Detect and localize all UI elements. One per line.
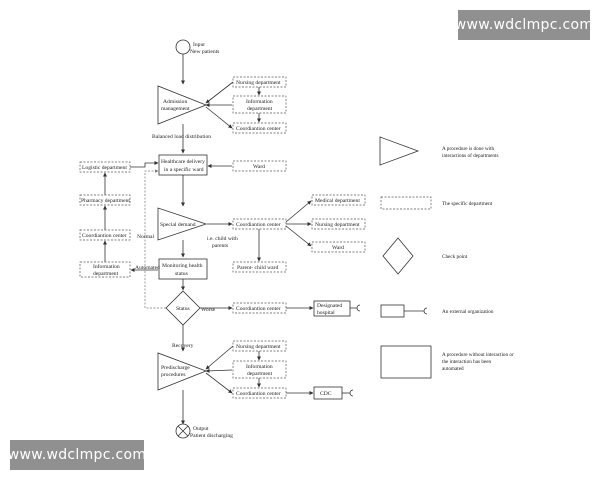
admission-label-line1: Admission (163, 99, 187, 105)
admission-info-label-line1: Information (246, 98, 273, 105)
legend-triangle-line2: interactions of departments (442, 152, 498, 159)
special-nursing-department (311, 218, 366, 230)
medical-department (311, 194, 366, 206)
arrow-preinfo-predischarge (205, 368, 233, 373)
legend-rect-symbol (380, 345, 432, 379)
pre-coord-label: Coordiantion center (236, 391, 281, 397)
pharmacy-label: Pharmacy department (81, 198, 130, 204)
left-info-label-line1: Information (93, 263, 120, 270)
arrow-logistic-healthcare (130, 161, 159, 168)
monitoring-label-line1: Monitoring health (162, 263, 203, 269)
start-node (175, 39, 191, 55)
admission-information-department (232, 95, 287, 114)
watermark-bottom: www.wdclmpc.com (8, 440, 146, 470)
input-sublabel: New patients (190, 49, 219, 55)
parent-child-ward (232, 261, 287, 273)
designated-external-mark (356, 304, 361, 312)
legend-rect-line2: the interaction has been (442, 359, 492, 365)
legend-triangle-symbol (379, 136, 420, 166)
watermark-top: www.wdclmpc.com (455, 10, 593, 40)
admission-coordination-center (232, 122, 287, 134)
arrow-predischarge-precoord (205, 372, 233, 394)
designated-hospital (313, 300, 351, 317)
admission-info-label-line2: department (247, 106, 273, 112)
legend-rect-line1: A procedure without interaction or (442, 352, 514, 358)
normal-label: Normal (137, 234, 155, 240)
input-label: Input (193, 42, 205, 48)
worse-label: Worse (201, 307, 216, 313)
end-node-cross-b (177, 425, 189, 437)
legend-rect-line3: automated (442, 366, 464, 372)
special-coord-label: Coordiantion center (236, 222, 281, 228)
predischarge-procedure (157, 352, 208, 391)
admission-management-procedure (157, 85, 208, 125)
predischarge-label-line1: Predischarge (161, 365, 190, 371)
status-coord-label: Coordiantion center (236, 306, 281, 312)
predischarge-label-line2: procedures (161, 372, 186, 378)
left-info-label-line2: department (93, 271, 119, 277)
logistic-label: Logistic department (82, 165, 127, 171)
legend-diamond-label: Check point (442, 254, 468, 260)
healthcare-label-line1: Healthcare delivery (161, 159, 205, 165)
status-label: Status (176, 306, 190, 312)
legend-diamond-symbol (382, 237, 414, 275)
monitoring-label-line2: status (175, 271, 188, 277)
cdc-label: CDC (320, 391, 332, 397)
normal-feedback-loop (144, 169, 166, 309)
recovery-label: Recovery (172, 343, 194, 349)
ward-department (232, 160, 287, 172)
admission-coord-label: Coordiantion center (236, 126, 281, 132)
output-label: Output (193, 426, 209, 432)
arrow-prenursing-predischarge (205, 345, 234, 370)
special-ward-department (311, 241, 366, 253)
arrow-coord-medical (285, 200, 312, 223)
pre-info-label-line2: department (247, 371, 273, 377)
special-demand-label: Special demand (160, 222, 196, 228)
predischarge-information-department (232, 360, 287, 379)
pre-info-label-line1: Information (246, 363, 273, 370)
automated-label: Automated (135, 265, 160, 271)
parent-child-ward-label: Parent- child ward (237, 265, 279, 271)
special-demand-procedure (157, 207, 208, 241)
child-note-line2: parents (212, 243, 228, 249)
arrow-coord-ward (285, 225, 312, 247)
pre-nursing-label: Nursing department (236, 344, 281, 350)
special-nursing-label: Nursing department (315, 222, 360, 228)
healthcare-label-line2: in a specific ward (164, 166, 204, 173)
legend-external-mark (423, 307, 428, 315)
cdc-external-mark (349, 389, 354, 397)
arrow-admission-coord (205, 106, 233, 129)
arrow-nursing-admission (205, 81, 234, 104)
child-note-line1: i.e. child with (207, 236, 238, 242)
special-ward-label: Ward (332, 245, 344, 251)
legend-triangle-line1: A procedure is done with (442, 146, 495, 152)
output-sublabel: Patient discharging (190, 433, 233, 439)
medical-department-label: Medical department (315, 198, 360, 204)
legend-external-symbol (380, 304, 405, 318)
legend-external-label: An external organization (442, 309, 494, 315)
admission-label-line2: management (161, 106, 190, 112)
legend-dashed-label: The specific department (442, 200, 493, 207)
ward-label: Ward (253, 164, 265, 170)
logistic-department (79, 161, 131, 173)
balanced-load-label: Balanced load distribution (152, 134, 211, 140)
designated-label-line1: Designated (317, 303, 342, 309)
left-coord-label: Coordiantion center (82, 233, 127, 239)
designated-label-line2: hospital (317, 310, 335, 316)
legend-dashed-symbol (380, 196, 432, 210)
admission-nursing-label: Nursing department (236, 80, 281, 86)
